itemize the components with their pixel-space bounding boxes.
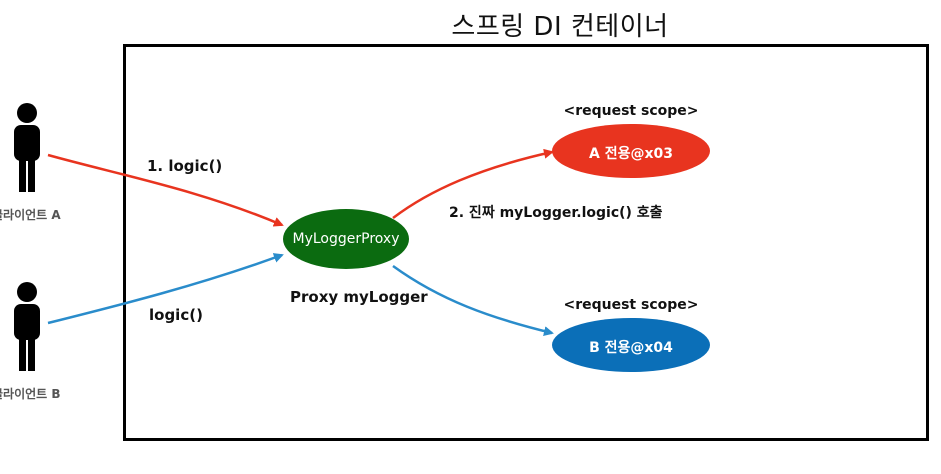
- scope-b-oval: [552, 318, 710, 372]
- scope-a-label: A 전용@x03: [589, 146, 673, 162]
- client-b-person-icon: [14, 282, 40, 371]
- container-title: 스프링 DI 컨테이너: [451, 12, 669, 42]
- proxy-label: MyLoggerProxy: [292, 231, 400, 247]
- scope-a-oval: [552, 124, 710, 178]
- edge-label-a-to-proxy: 1. logic(): [147, 157, 223, 175]
- arrow-client-b-to-proxy: [47, 253, 284, 325]
- scope-b-tag: <request scope>: [563, 297, 699, 313]
- client-a-label: 클라이언트 A: [0, 208, 61, 222]
- edge-label-proxy-to-real: 2. 진짜 myLogger.logic() 호출: [449, 205, 663, 221]
- arrow-client-a-to-proxy: [47, 153, 284, 227]
- spring-container: [123, 44, 929, 441]
- arrow-proxy-to-scope-b: [392, 264, 554, 336]
- scope-b-label: B 전용@x04: [589, 340, 673, 356]
- arrow-proxy-to-scope-a: [392, 148, 554, 219]
- edge-label-b-to-proxy: logic(): [149, 306, 203, 324]
- proxy-oval: [283, 209, 409, 269]
- scope-a-tag: <request scope>: [563, 103, 699, 119]
- client-b-label: 클라이언트 B: [0, 387, 61, 401]
- client-a-person-icon: [14, 103, 40, 192]
- proxy-caption: Proxy myLogger: [290, 288, 428, 306]
